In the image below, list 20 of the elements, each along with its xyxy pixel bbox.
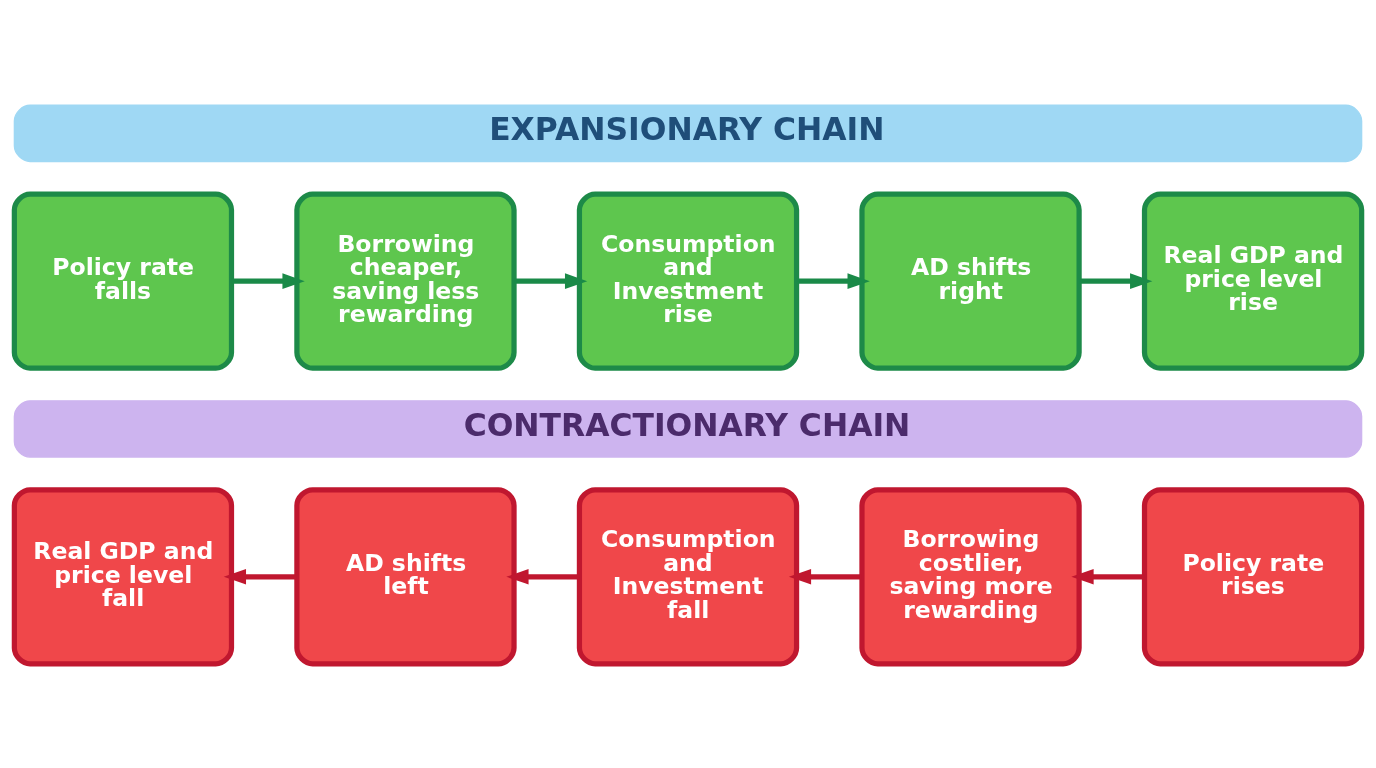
- arrow: [788, 568, 862, 585]
- node-box: Policy rate falls: [11, 191, 235, 371]
- arrow: [1079, 272, 1153, 289]
- node-box: Real GDP and price level rise: [1141, 191, 1365, 371]
- node-box: Real GDP and price level fall: [11, 486, 235, 666]
- node-box: Policy rate rises: [1141, 486, 1365, 666]
- node-box: AD shifts right: [859, 191, 1082, 371]
- arrow: [223, 568, 297, 585]
- node-box: EXPANSIONARY CHAIN: [13, 104, 1363, 162]
- node-box: Consumption and Investment fall: [576, 486, 800, 666]
- arrow: [231, 272, 305, 289]
- node-box: CONTRACTIONARY CHAIN: [13, 399, 1363, 458]
- node-box: Borrowing cheaper, saving less rewarding: [294, 191, 517, 371]
- node-box: AD shifts left: [294, 486, 517, 666]
- arrow: [1071, 568, 1145, 585]
- node-box: Consumption and Investment rise: [576, 191, 800, 371]
- arrow: [796, 272, 870, 289]
- arrow: [514, 272, 588, 289]
- node-box: Borrowing costlier, saving more rewarding: [859, 486, 1082, 666]
- arrow: [506, 568, 580, 585]
